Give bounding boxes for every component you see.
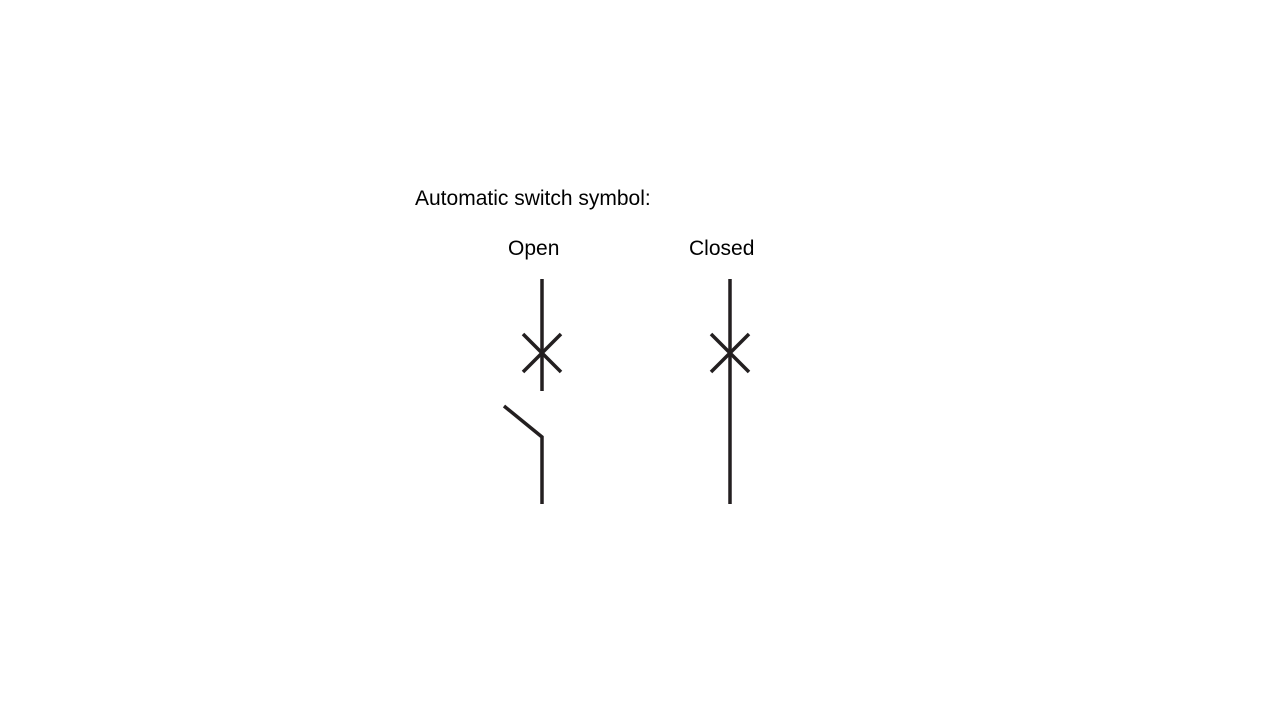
closed-switch-symbol <box>709 279 751 504</box>
slide-title: Automatic switch symbol: <box>415 187 651 210</box>
open-cross-stroke-2 <box>521 332 563 374</box>
open-label: Open <box>508 237 560 260</box>
closed-label: Closed <box>689 237 755 260</box>
open-blade <box>502 404 544 504</box>
open-switch-symbol <box>502 279 563 504</box>
closed-cross-stroke-2 <box>709 332 751 374</box>
